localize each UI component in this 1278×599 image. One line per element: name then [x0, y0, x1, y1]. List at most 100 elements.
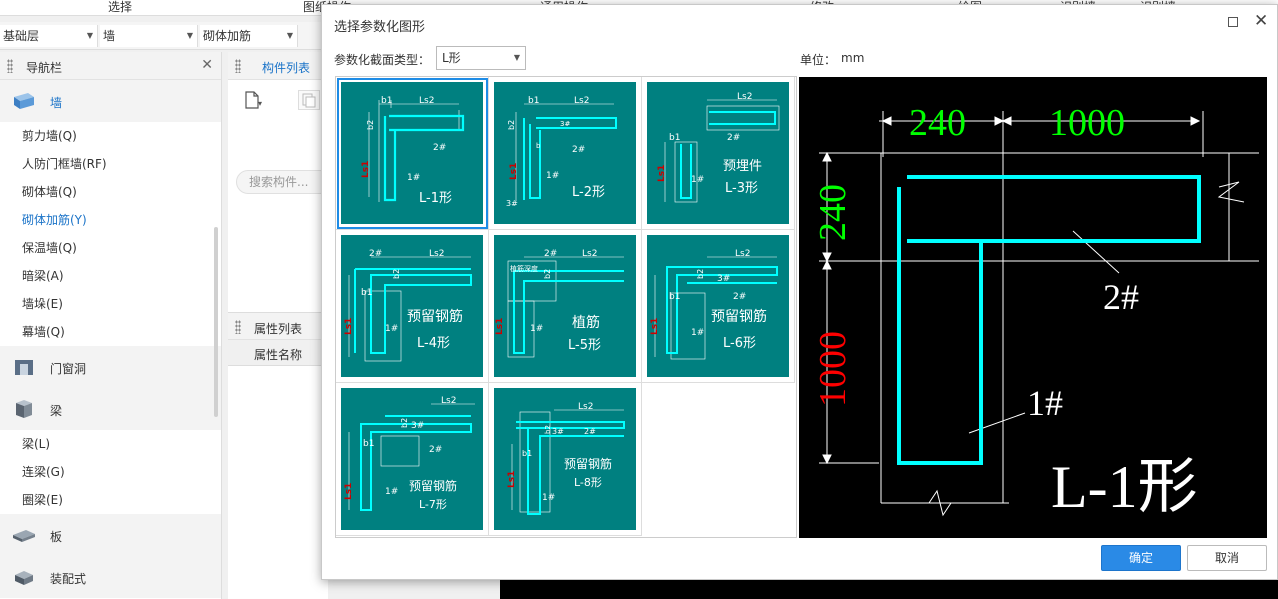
- type-select[interactable]: 砌体加筋 ▼: [200, 25, 298, 47]
- label-ls1: Ls1: [657, 165, 667, 182]
- shape-name: L-2形: [572, 185, 605, 200]
- close-icon[interactable]: ✕: [201, 57, 213, 73]
- shape-name: L-4形: [417, 336, 450, 351]
- close-icon[interactable]: ✕: [1254, 11, 1269, 31]
- shape-l8-drawing: Ls2 b2 3# 2# b1 Ls1 1# 预留钢筋 L-8形: [507, 402, 625, 515]
- shape-l5-drawing: 2# Ls2 植筋深度 b2 Ls1 1# 植筋 L-5形: [495, 249, 624, 358]
- label-bar2: 2#: [433, 143, 446, 153]
- label-bar2: 2#: [727, 133, 740, 143]
- drag-handle-icon[interactable]: [235, 59, 241, 73]
- shape-cell-l4[interactable]: 2# Ls2 b2 b1 Ls1 1# 预留钢筋 L-4形: [336, 230, 489, 383]
- component-search-input[interactable]: 搜索构件...: [236, 170, 332, 194]
- shape-thumbnail: Ls2 b2 3# 2# b1 Ls1 1# 预留钢筋 L-6形: [647, 235, 789, 377]
- nav-category-label: 装配式: [50, 572, 87, 586]
- navigation-panel-header: 导航栏 ✕: [0, 52, 221, 80]
- label-ls1: Ls1: [507, 471, 517, 488]
- category-select[interactable]: 墙 ▼: [100, 25, 198, 47]
- label-b1: b1: [522, 449, 532, 458]
- label-b1: b1: [528, 96, 539, 106]
- label-b2: b2: [544, 425, 552, 434]
- nav-category-slab[interactable]: 板: [0, 514, 221, 556]
- shape-cell-l3[interactable]: Ls2 b1 2# Ls1 1# 预埋件 L-3形: [642, 77, 795, 230]
- ok-button[interactable]: 确定: [1101, 545, 1181, 571]
- nav-category-door-window[interactable]: 门窗洞: [0, 346, 221, 388]
- nav-item-coupling-beam[interactable]: 连梁(G): [22, 465, 65, 479]
- label-ls1: Ls1: [361, 161, 371, 178]
- nav-item-civil-defense-wall[interactable]: 人防门框墙(RF): [22, 157, 107, 171]
- drag-handle-icon[interactable]: [7, 59, 13, 73]
- nav-scrollbar[interactable]: [214, 227, 218, 417]
- shape-cell-l2[interactable]: b1 Ls2 b2 Ls1 3# b 2# 1# 3# L-2形: [489, 77, 642, 230]
- shape-name: L-1形: [419, 191, 452, 206]
- label-b2: b2: [366, 120, 375, 130]
- drag-handle-icon[interactable]: [235, 320, 241, 334]
- cancel-button[interactable]: 取消: [1187, 545, 1267, 571]
- shape-name: L-8形: [574, 476, 602, 489]
- filter-select-row: 基础层 ▼ 墙 ▼ 砌体加筋 ▼: [0, 22, 330, 50]
- nav-item-hidden-beam[interactable]: 暗梁(A): [22, 269, 64, 283]
- nav-item-curtain-wall[interactable]: 幕墙(Q): [22, 325, 65, 339]
- label-bar1: 1#: [546, 171, 559, 181]
- maximize-icon[interactable]: [1228, 17, 1238, 27]
- unit-value: mm: [841, 51, 865, 65]
- dim-left-top: 240: [812, 184, 854, 241]
- shape-cell-l1[interactable]: b1 Ls2 b2 Ls1 2# 1# L-1形: [336, 77, 489, 230]
- nav-item-insulation-wall[interactable]: 保温墙(Q): [22, 241, 77, 255]
- label-ls2: Ls2: [429, 249, 444, 259]
- shape-cell-l6[interactable]: Ls2 b2 3# 2# b1 Ls1 1# 预留钢筋 L-6形: [642, 230, 795, 383]
- copy-component-button[interactable]: [298, 90, 320, 110]
- unit-label: 单位：: [800, 53, 837, 67]
- label-bar3: 3#: [411, 421, 424, 431]
- chevron-down-icon: ▼: [86, 31, 93, 40]
- shape-caption: 预留钢筋: [409, 478, 457, 493]
- label-bar2: 2#: [584, 427, 596, 436]
- shape-cell-l5[interactable]: 2# Ls2 植筋深度 b2 Ls1 1# 植筋 L-5形: [489, 230, 642, 383]
- door-window-icon: [15, 360, 33, 375]
- label-bar1: 1#: [530, 324, 543, 334]
- shape-thumbnail: 2# Ls2 b2 b1 Ls1 1# 预留钢筋 L-4形: [341, 235, 483, 377]
- navigation-panel-title: 导航栏: [26, 61, 63, 75]
- nav-item-masonry-reinforcement[interactable]: 砌体加筋(Y): [22, 213, 87, 227]
- wall-icon: [14, 93, 34, 109]
- label-ls2: Ls2: [582, 249, 597, 259]
- nav-item-masonry-wall[interactable]: 砌体墙(Q): [22, 185, 77, 199]
- nav-item-shear-wall[interactable]: 剪力墙(Q): [22, 129, 77, 143]
- nav-item-wall-pier[interactable]: 墙垛(E): [22, 297, 63, 311]
- label-bar1: 1#: [542, 493, 555, 503]
- tab-component-list[interactable]: 构件列表: [262, 61, 311, 75]
- shape-caption: 预埋件: [723, 159, 762, 174]
- label-bar2: 2#: [544, 249, 557, 259]
- shape-preview: 240 1000 240 1000 2# 1# L-1形: [799, 77, 1267, 538]
- nav-item-ring-beam[interactable]: 圈梁(E): [22, 493, 63, 507]
- new-component-button[interactable]: ▾: [242, 90, 264, 110]
- label-b: b: [536, 142, 541, 150]
- shape-caption: 预留钢筋: [564, 456, 612, 471]
- label-b1: b1: [669, 292, 680, 302]
- nav-item-beam[interactable]: 梁(L): [22, 437, 51, 451]
- nav-category-prefab[interactable]: 装配式: [0, 556, 221, 598]
- nav-category-beam[interactable]: 梁: [0, 388, 221, 430]
- label-bar1: 1#: [691, 175, 704, 185]
- shape-thumbnail: Ls2 b2 3# 2# b1 Ls1 1# 预留钢筋 L-8形: [494, 388, 636, 530]
- navigation-panel: 导航栏 ✕ 墙 剪力墙(Q) 人防门框墙(RF) 砌体墙(Q) 砌体加筋(Y) …: [0, 52, 222, 599]
- label-b2: b2: [400, 418, 409, 428]
- shape-l7-drawing: Ls2 b2 3# 2# b1 Ls1 1# 预留钢筋 L-7形: [344, 396, 475, 511]
- shape-cell-l7[interactable]: Ls2 b2 3# 2# b1 Ls1 1# 预留钢筋 L-7形: [336, 383, 489, 536]
- nav-category-label: 墙: [50, 96, 63, 110]
- floor-select[interactable]: 基础层 ▼: [0, 25, 98, 47]
- label-ls1: Ls1: [495, 318, 505, 335]
- label-bar2: 2#: [572, 145, 585, 155]
- drawing-canvas[interactable]: [500, 580, 1278, 599]
- prefab-icon: [15, 571, 33, 585]
- nav-category-wall[interactable]: 墙: [0, 80, 221, 122]
- preview-bar1-label: 1#: [1027, 383, 1063, 423]
- label-b2: b2: [543, 269, 552, 279]
- section-type-select[interactable]: L形 ▼: [436, 46, 526, 70]
- shape-caption: 预留钢筋: [711, 308, 767, 325]
- label-ls1: Ls1: [344, 318, 354, 335]
- shape-cell-l8[interactable]: Ls2 b2 3# 2# b1 Ls1 1# 预留钢筋 L-8形: [489, 383, 642, 536]
- section-type-value: L形: [442, 51, 461, 65]
- property-list-title: 属性列表: [254, 322, 303, 336]
- ribbon-label-select: 选择: [108, 0, 133, 14]
- label-bar3: 3#: [506, 199, 518, 208]
